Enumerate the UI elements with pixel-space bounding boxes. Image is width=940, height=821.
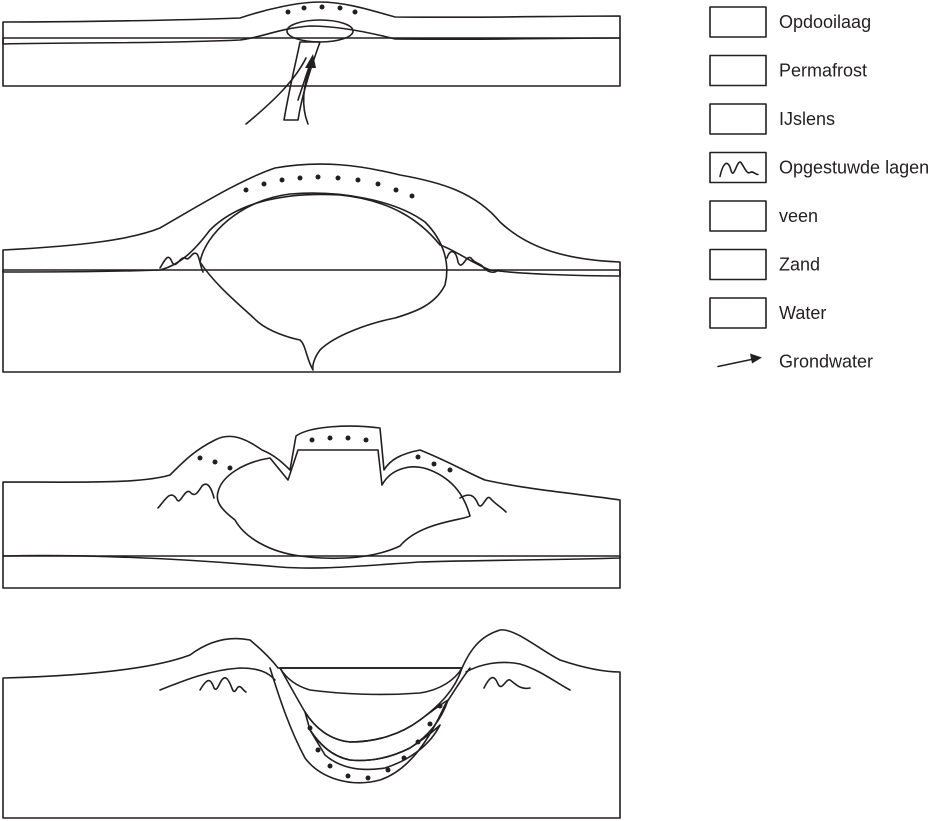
stage-4-pingo-remnant-lake <box>2 629 621 819</box>
legend-label: Zand <box>779 255 820 275</box>
upthrust-layers-left <box>159 252 204 273</box>
sand-layer <box>304 699 449 762</box>
permafrost-layer <box>2 555 621 589</box>
legend-swatch-opdooilaag <box>709 6 767 38</box>
legend-item: Opgestuwde lagen <box>709 151 929 184</box>
legend-swatch-ijslens <box>709 103 767 135</box>
groundwater-channel <box>283 41 321 121</box>
legend-label: Opgestuwde lagen <box>779 158 929 178</box>
legend-swatch-opgestuwde-lagen <box>709 151 767 184</box>
ice-lens <box>216 449 471 560</box>
upthrust-layers-left <box>157 483 215 509</box>
legend-item: Permafrost <box>709 54 867 87</box>
upthrust-layers-left-folds <box>199 677 247 693</box>
upthrust-layers-right <box>465 661 571 691</box>
dot-row <box>307 703 443 781</box>
legend-item: Zand <box>709 248 820 281</box>
upthrust-layers-left <box>159 667 276 691</box>
legend-item: Water <box>709 297 826 329</box>
legend-label: Water <box>779 303 826 323</box>
upthrust-layers-right-folds <box>483 676 531 690</box>
legend-label: Opdooilaag <box>779 12 871 32</box>
thaw-layer <box>2 629 621 819</box>
legend-item: Opdooilaag <box>709 6 871 38</box>
legend-item: Grondwater <box>717 352 873 372</box>
groundwater-arrow-icon <box>717 357 757 368</box>
pit-fill-outline <box>269 667 471 784</box>
dot-row <box>197 435 453 473</box>
groundwater-flow-line <box>245 57 307 125</box>
legend-label: IJslens <box>779 109 835 129</box>
stage-3-collapsing-pingo <box>2 425 621 589</box>
fold-icon <box>719 161 759 178</box>
thaw-layer <box>2 425 621 569</box>
legend-label: veen <box>779 206 818 226</box>
legend-item: IJslens <box>709 103 835 135</box>
arrowhead <box>750 353 762 364</box>
dot-row <box>243 174 415 199</box>
legend-label: Permafrost <box>779 61 867 81</box>
permafrost-layer <box>2 269 621 373</box>
legend-swatch-permafrost <box>709 54 767 87</box>
legend-swatch-water <box>709 297 767 329</box>
water-body <box>279 667 463 696</box>
legend-item: veen <box>709 200 818 232</box>
lower-peat-layer <box>309 724 441 771</box>
thaw-layer <box>2 1 621 45</box>
stage-1-initial-ice-lens <box>2 1 621 125</box>
legend-swatch-veen <box>709 200 767 232</box>
ice-lens <box>286 19 354 43</box>
arrowhead <box>305 54 316 68</box>
upthrust-layers-right <box>446 250 499 273</box>
legend-label: Grondwater <box>779 352 873 372</box>
dot-row <box>285 4 358 15</box>
upthrust-layers-right <box>459 494 507 513</box>
legend-swatch-zand <box>709 248 767 281</box>
stage-2-grown-pingo <box>2 163 621 373</box>
ice-lens <box>199 192 448 371</box>
permafrost-layer <box>2 37 621 87</box>
thaw-layer <box>2 163 621 277</box>
